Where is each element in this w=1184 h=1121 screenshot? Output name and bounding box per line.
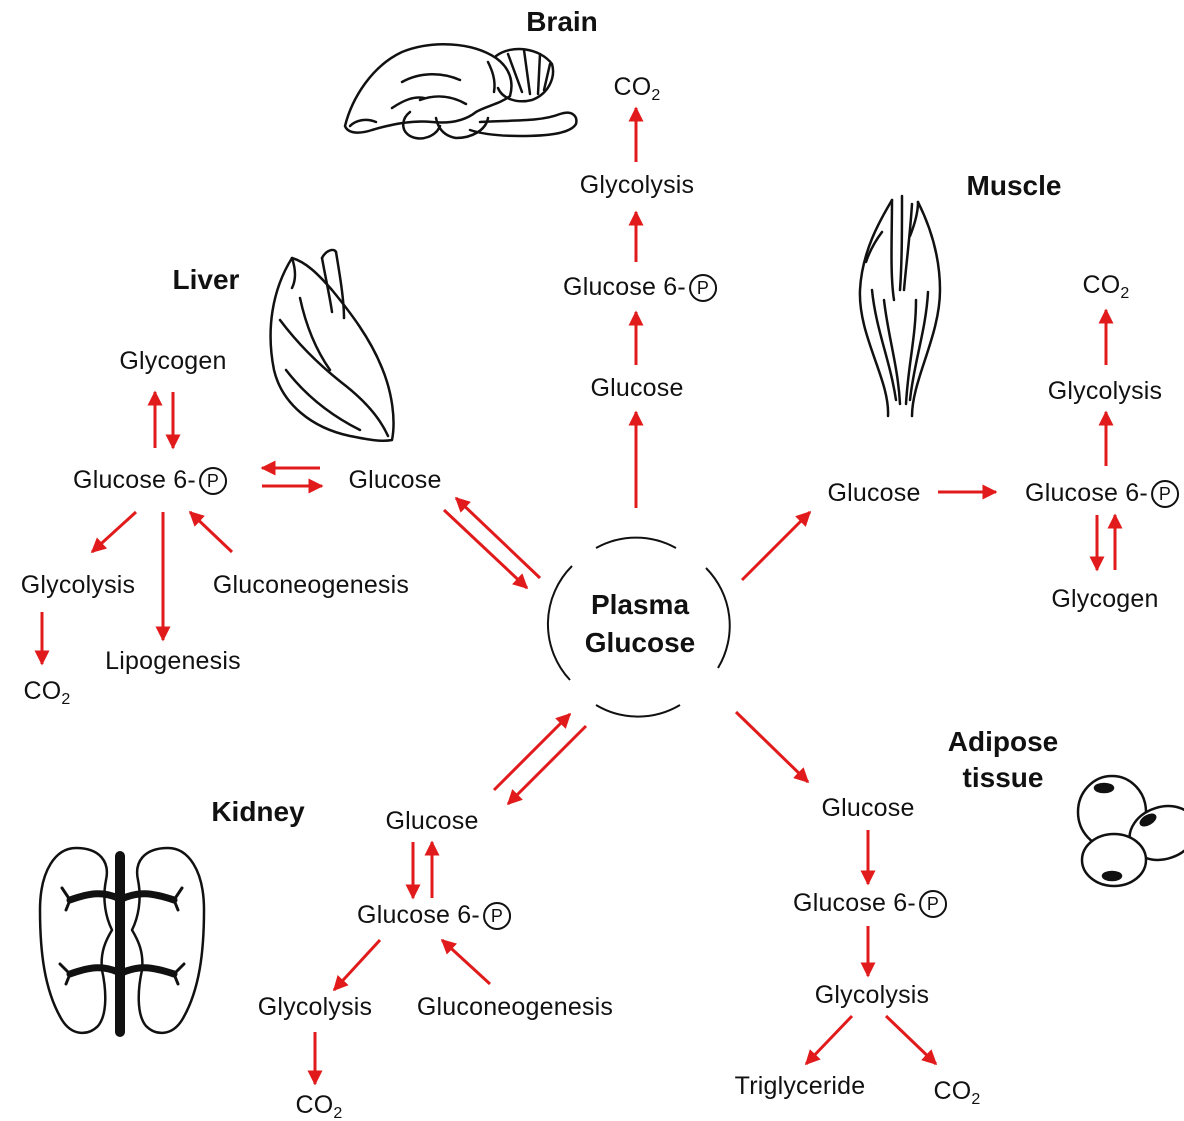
- adipose-triglyceride: Triglyceride: [735, 1071, 866, 1101]
- phosphate-icon: P: [199, 467, 227, 495]
- phosphate-icon: P: [1151, 480, 1179, 508]
- brain-icon: [345, 44, 576, 138]
- muscle-title: Muscle: [967, 168, 1062, 204]
- brain-glucose: Glucose: [590, 373, 683, 403]
- muscle-g6p: Glucose 6-P: [1025, 478, 1179, 508]
- kidney-g6p: Glucose 6-P: [357, 900, 511, 930]
- muscle-co2: CO2: [1082, 270, 1129, 309]
- kidney-icon: [40, 848, 204, 1033]
- adipose-title: Adipose tissue: [948, 724, 1058, 796]
- phosphate-icon: P: [689, 274, 717, 302]
- brain-title: Brain: [526, 4, 598, 40]
- arrow-plasma-to-muscle-glucose: [742, 512, 810, 580]
- liver-co2: CO2: [23, 676, 70, 715]
- arrow-plasma-to-adipose-glucose: [736, 712, 808, 782]
- liver-icon: [271, 250, 394, 441]
- kidney-co2: CO2: [295, 1090, 342, 1121]
- kidney-glycolysis: Glycolysis: [258, 992, 373, 1022]
- brain-co2: CO2: [613, 72, 660, 111]
- muscle-glycolysis: Glycolysis: [1048, 376, 1163, 406]
- arrow-kidney-g6p-to-glycolysis: [334, 940, 380, 990]
- phosphate-icon: P: [919, 890, 947, 918]
- kidney-title: Kidney: [211, 794, 304, 830]
- liver-lipogenesis: Lipogenesis: [105, 646, 241, 676]
- muscle-glycogen: Glycogen: [1051, 584, 1158, 614]
- brain-g6p: Glucose 6-P: [563, 272, 717, 302]
- arrow-plasma-to-liver-glucose: [456, 498, 540, 578]
- arrow-kidney-gluconeogenesis-to-g6p: [442, 940, 490, 984]
- phosphate-icon: P: [483, 902, 511, 930]
- liver-gluconeogenesis: Gluconeogenesis: [213, 570, 409, 600]
- adipose-glucose: Glucose: [821, 793, 914, 823]
- adipose-g6p: Glucose 6-P: [793, 888, 947, 918]
- brain-glycolysis: Glycolysis: [580, 170, 695, 200]
- glucose-label: Glucose: [585, 624, 695, 662]
- plasma-label: Plasma: [585, 586, 695, 624]
- liver-glycogen: Glycogen: [119, 346, 226, 376]
- liver-g6p: Glucose 6-P: [73, 465, 227, 495]
- adipose-co2: CO2: [933, 1076, 980, 1115]
- arrow-liver-glucose-to-plasma: [444, 510, 527, 588]
- liver-glycolysis: Glycolysis: [21, 570, 136, 600]
- arrow-adipose-glycolysis-to-triglyceride: [806, 1016, 852, 1064]
- arrow-liver-gluconeogenesis-to-g6p: [190, 512, 232, 552]
- muscle-glucose: Glucose: [827, 478, 920, 508]
- adipose-glycolysis: Glycolysis: [815, 980, 930, 1010]
- kidney-gluconeogenesis: Gluconeogenesis: [417, 992, 613, 1022]
- kidney-glucose: Glucose: [385, 806, 478, 836]
- liver-glucose: Glucose: [348, 465, 441, 495]
- arrow-liver-g6p-to-glycolysis: [92, 512, 136, 552]
- liver-title: Liver: [173, 262, 240, 298]
- adipose-cells-icon: [1078, 776, 1184, 886]
- muscle-icon: [860, 196, 940, 416]
- arrow-adipose-glycolysis-to-co2: [886, 1016, 936, 1064]
- plasma-glucose-label: Plasma Glucose: [585, 586, 695, 662]
